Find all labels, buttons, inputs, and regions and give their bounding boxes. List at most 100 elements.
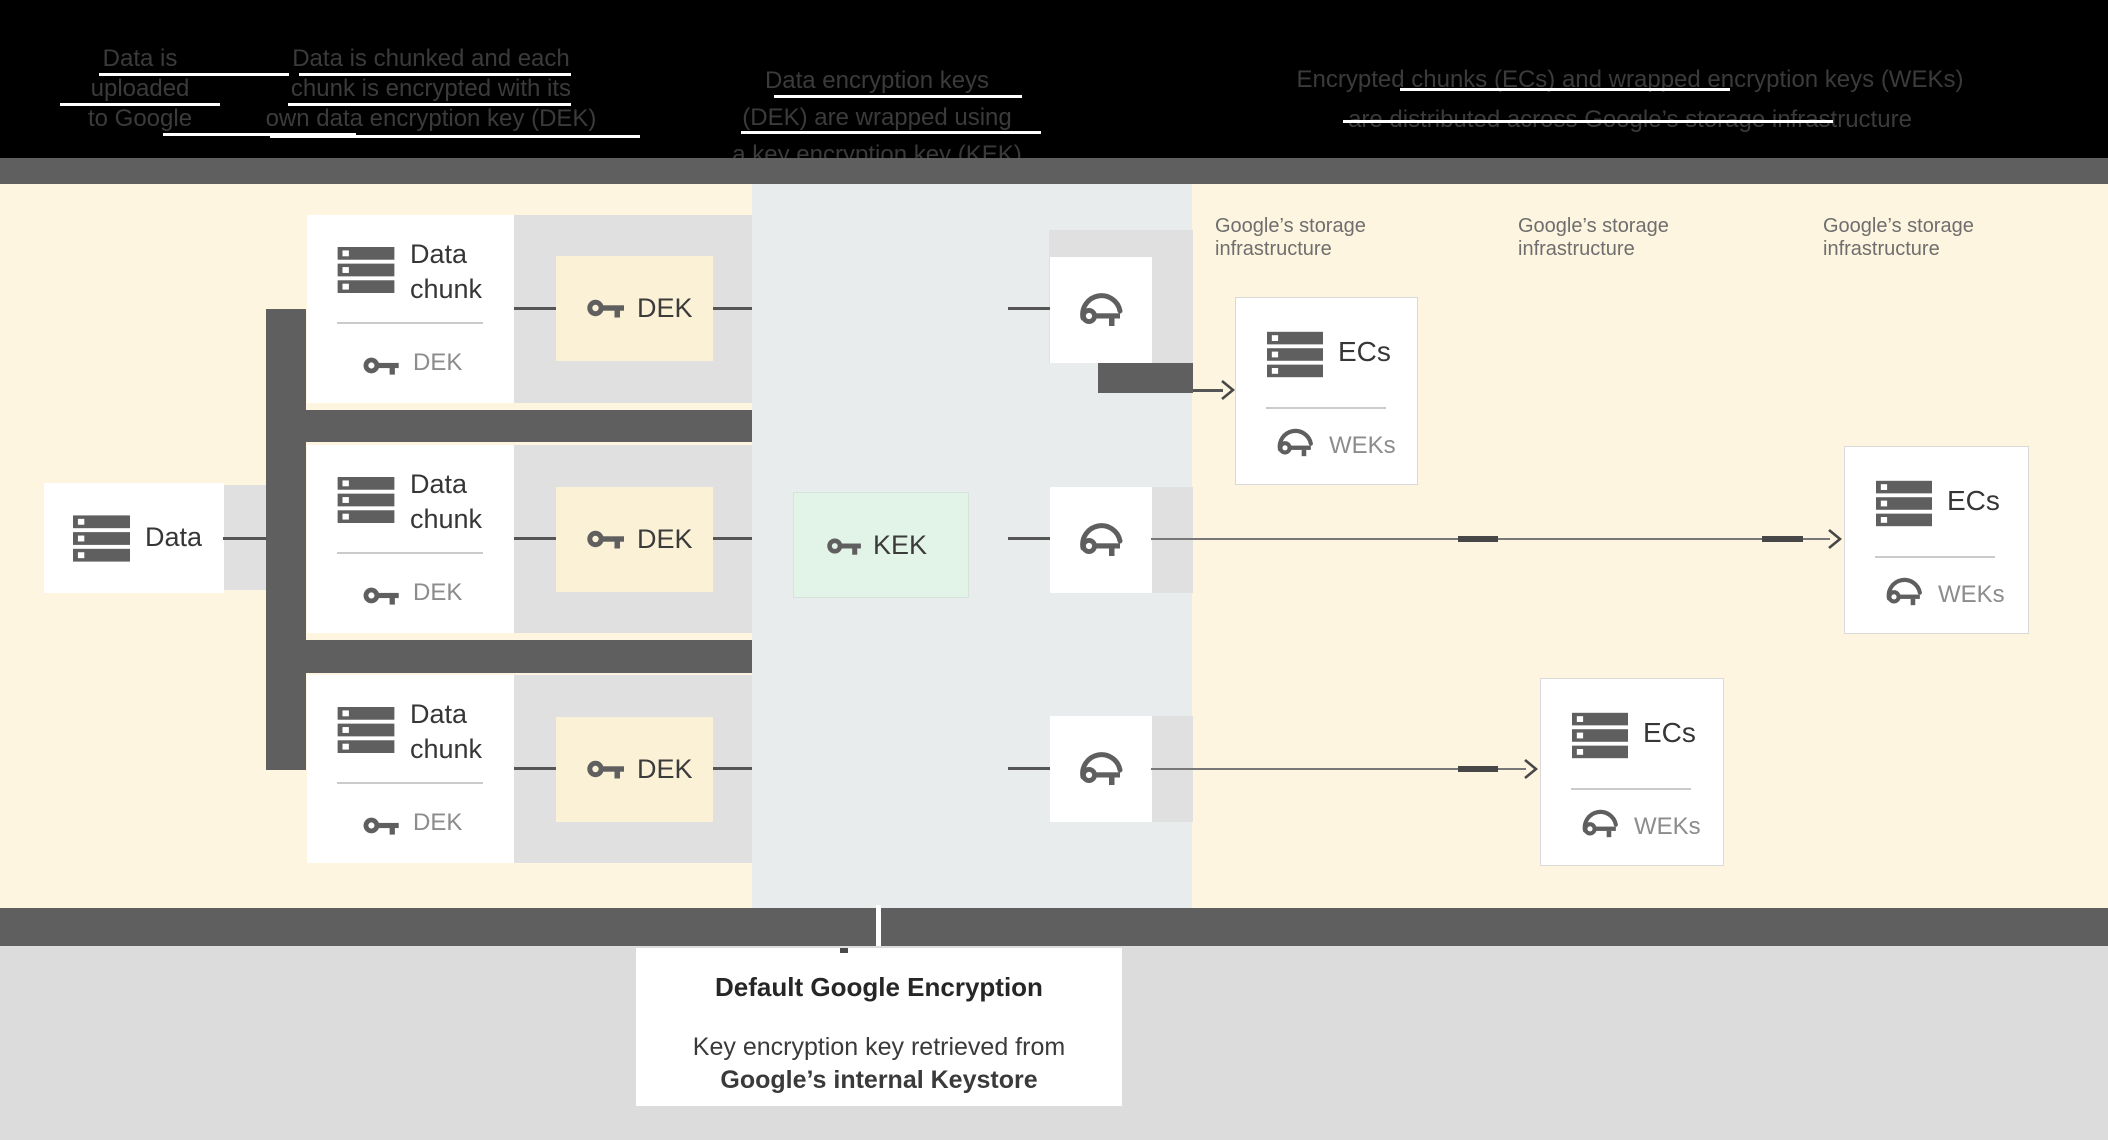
header-col-upload: Data is uploaded to Google xyxy=(88,44,192,134)
ecs-label: ECs xyxy=(1643,717,1696,748)
connector-line xyxy=(1193,389,1223,392)
data-chunk-label: Data chunk xyxy=(410,699,483,764)
ecs-box-1: ECs WEKs xyxy=(1235,297,1418,485)
storage-caption-2: Google’s storage infrastructure xyxy=(1518,215,1669,260)
header-line: Data is xyxy=(102,45,178,72)
connector-line xyxy=(514,307,556,310)
header-col-chunking: Data is chunked and each chunk is encryp… xyxy=(266,44,597,134)
underline-streak xyxy=(60,103,220,106)
kek-box: KEK xyxy=(793,492,969,598)
arrowhead-icon xyxy=(1828,529,1842,549)
connector-line xyxy=(1008,767,1050,770)
card-divider xyxy=(337,552,483,554)
wrapped-key-icon xyxy=(1277,428,1313,457)
dek-box-3: DEK xyxy=(556,717,713,822)
key-icon xyxy=(587,760,624,779)
storage-icon xyxy=(337,477,395,523)
data-chunk-label: Data chunk xyxy=(410,239,483,304)
ecs-box-2: ECs WEKs xyxy=(1844,446,2029,634)
weks-label: WEKs xyxy=(1634,813,1701,840)
card-divider xyxy=(337,322,483,324)
kek-label: KEK xyxy=(873,530,928,560)
dek-sublabel: DEK xyxy=(413,579,463,606)
bottom-divider-band xyxy=(0,908,2108,946)
storage-icon xyxy=(1876,480,1932,527)
storage-icon xyxy=(1267,331,1323,378)
connector-line-bold xyxy=(1762,536,1803,542)
key-icon xyxy=(363,357,399,375)
card-divider xyxy=(337,782,483,784)
wrapped-key-icon xyxy=(1080,293,1123,326)
card-divider xyxy=(1571,788,1691,790)
key-wrapping-box-1 xyxy=(1050,257,1152,363)
key-icon xyxy=(827,538,861,555)
underline-streak xyxy=(163,133,356,136)
ecs-label: ECs xyxy=(1338,336,1391,367)
header-col-wrapping: Data encryption keys (DEK) are wrapped u… xyxy=(732,62,1021,173)
storage-caption-1: Google’s storage infrastructure xyxy=(1215,215,1366,260)
underline-streak xyxy=(741,131,1041,134)
caption-line-1: Key encryption key retrieved from xyxy=(692,1033,1066,1061)
data-chunk-card-2: Data chunk DEK xyxy=(307,445,514,633)
connector-line xyxy=(1008,307,1050,310)
wrap1-dark-bar xyxy=(1098,363,1193,393)
underline-streak xyxy=(1343,120,1833,123)
ecs-label: ECs xyxy=(1947,485,2000,516)
dek-box-2: DEK xyxy=(556,487,713,592)
connector-line xyxy=(514,537,556,540)
caption-title: Default Google Encryption xyxy=(715,972,1043,1002)
underline-streak xyxy=(1400,88,1730,91)
branch-bar-2 xyxy=(266,640,752,673)
storage-caption-3: Google’s storage infrastructure xyxy=(1823,215,1974,260)
weks-label: WEKs xyxy=(1329,432,1396,459)
header-line: are distributed across Google’s storage … xyxy=(1348,106,1912,133)
caption-notch xyxy=(840,948,848,953)
header-line: chunk is encrypted with its xyxy=(290,75,572,102)
underline-streak xyxy=(299,73,571,76)
storage-icon xyxy=(337,247,395,293)
storage-icon xyxy=(1572,712,1628,759)
dek-box-1: DEK xyxy=(556,256,713,361)
underline-streak xyxy=(270,135,640,138)
dek-sublabel: DEK xyxy=(413,809,463,836)
header-line: Encrypted chunks (ECs) and wrapped encry… xyxy=(1296,66,1964,93)
card-divider xyxy=(1875,556,1995,558)
key-wrapping-box-2 xyxy=(1050,487,1152,593)
header-band xyxy=(0,0,2108,158)
dek-label: DEK xyxy=(637,293,693,323)
connector-line-bold xyxy=(1458,536,1498,542)
connector-line xyxy=(713,307,752,310)
underline-streak xyxy=(99,73,289,76)
wrapped-key-icon xyxy=(1886,577,1922,606)
key-icon xyxy=(363,817,399,835)
wrapped-key-icon xyxy=(1582,809,1618,838)
underline-streak xyxy=(774,95,1022,98)
dek-label: DEK xyxy=(637,754,693,784)
connector-line-bold xyxy=(1458,766,1498,772)
wrap2-gray-strip xyxy=(1152,487,1193,593)
header-line: (DEK) are wrapped using xyxy=(742,104,1012,131)
data-box: Data xyxy=(44,483,224,593)
ecs-box-3: ECs WEKs xyxy=(1540,678,1724,866)
caption-connector-tick xyxy=(876,905,881,946)
data-label: Data xyxy=(145,522,203,552)
key-icon xyxy=(587,299,624,318)
header-line: own data encryption key (DEK) xyxy=(265,105,597,132)
key-icon xyxy=(587,530,624,549)
header-line: Data encryption keys xyxy=(764,67,990,94)
weks-label: WEKs xyxy=(1938,581,2005,608)
wrapped-key-icon xyxy=(1080,752,1123,785)
diagram-area: Google’s storage infrastructure Google’s… xyxy=(0,184,2108,908)
connector-line xyxy=(1151,768,1526,770)
key-wrapping-box-3 xyxy=(1050,716,1152,822)
branch-bar-1 xyxy=(266,410,752,442)
connector-line xyxy=(514,767,556,770)
dek-sublabel: DEK xyxy=(413,349,463,376)
underline-streak xyxy=(288,103,571,106)
header-line: uploaded xyxy=(90,75,190,102)
arrowhead-icon xyxy=(1221,380,1235,400)
arrowhead-icon xyxy=(1524,759,1538,779)
wrapped-key-icon xyxy=(1080,523,1123,556)
connector-line xyxy=(713,537,752,540)
